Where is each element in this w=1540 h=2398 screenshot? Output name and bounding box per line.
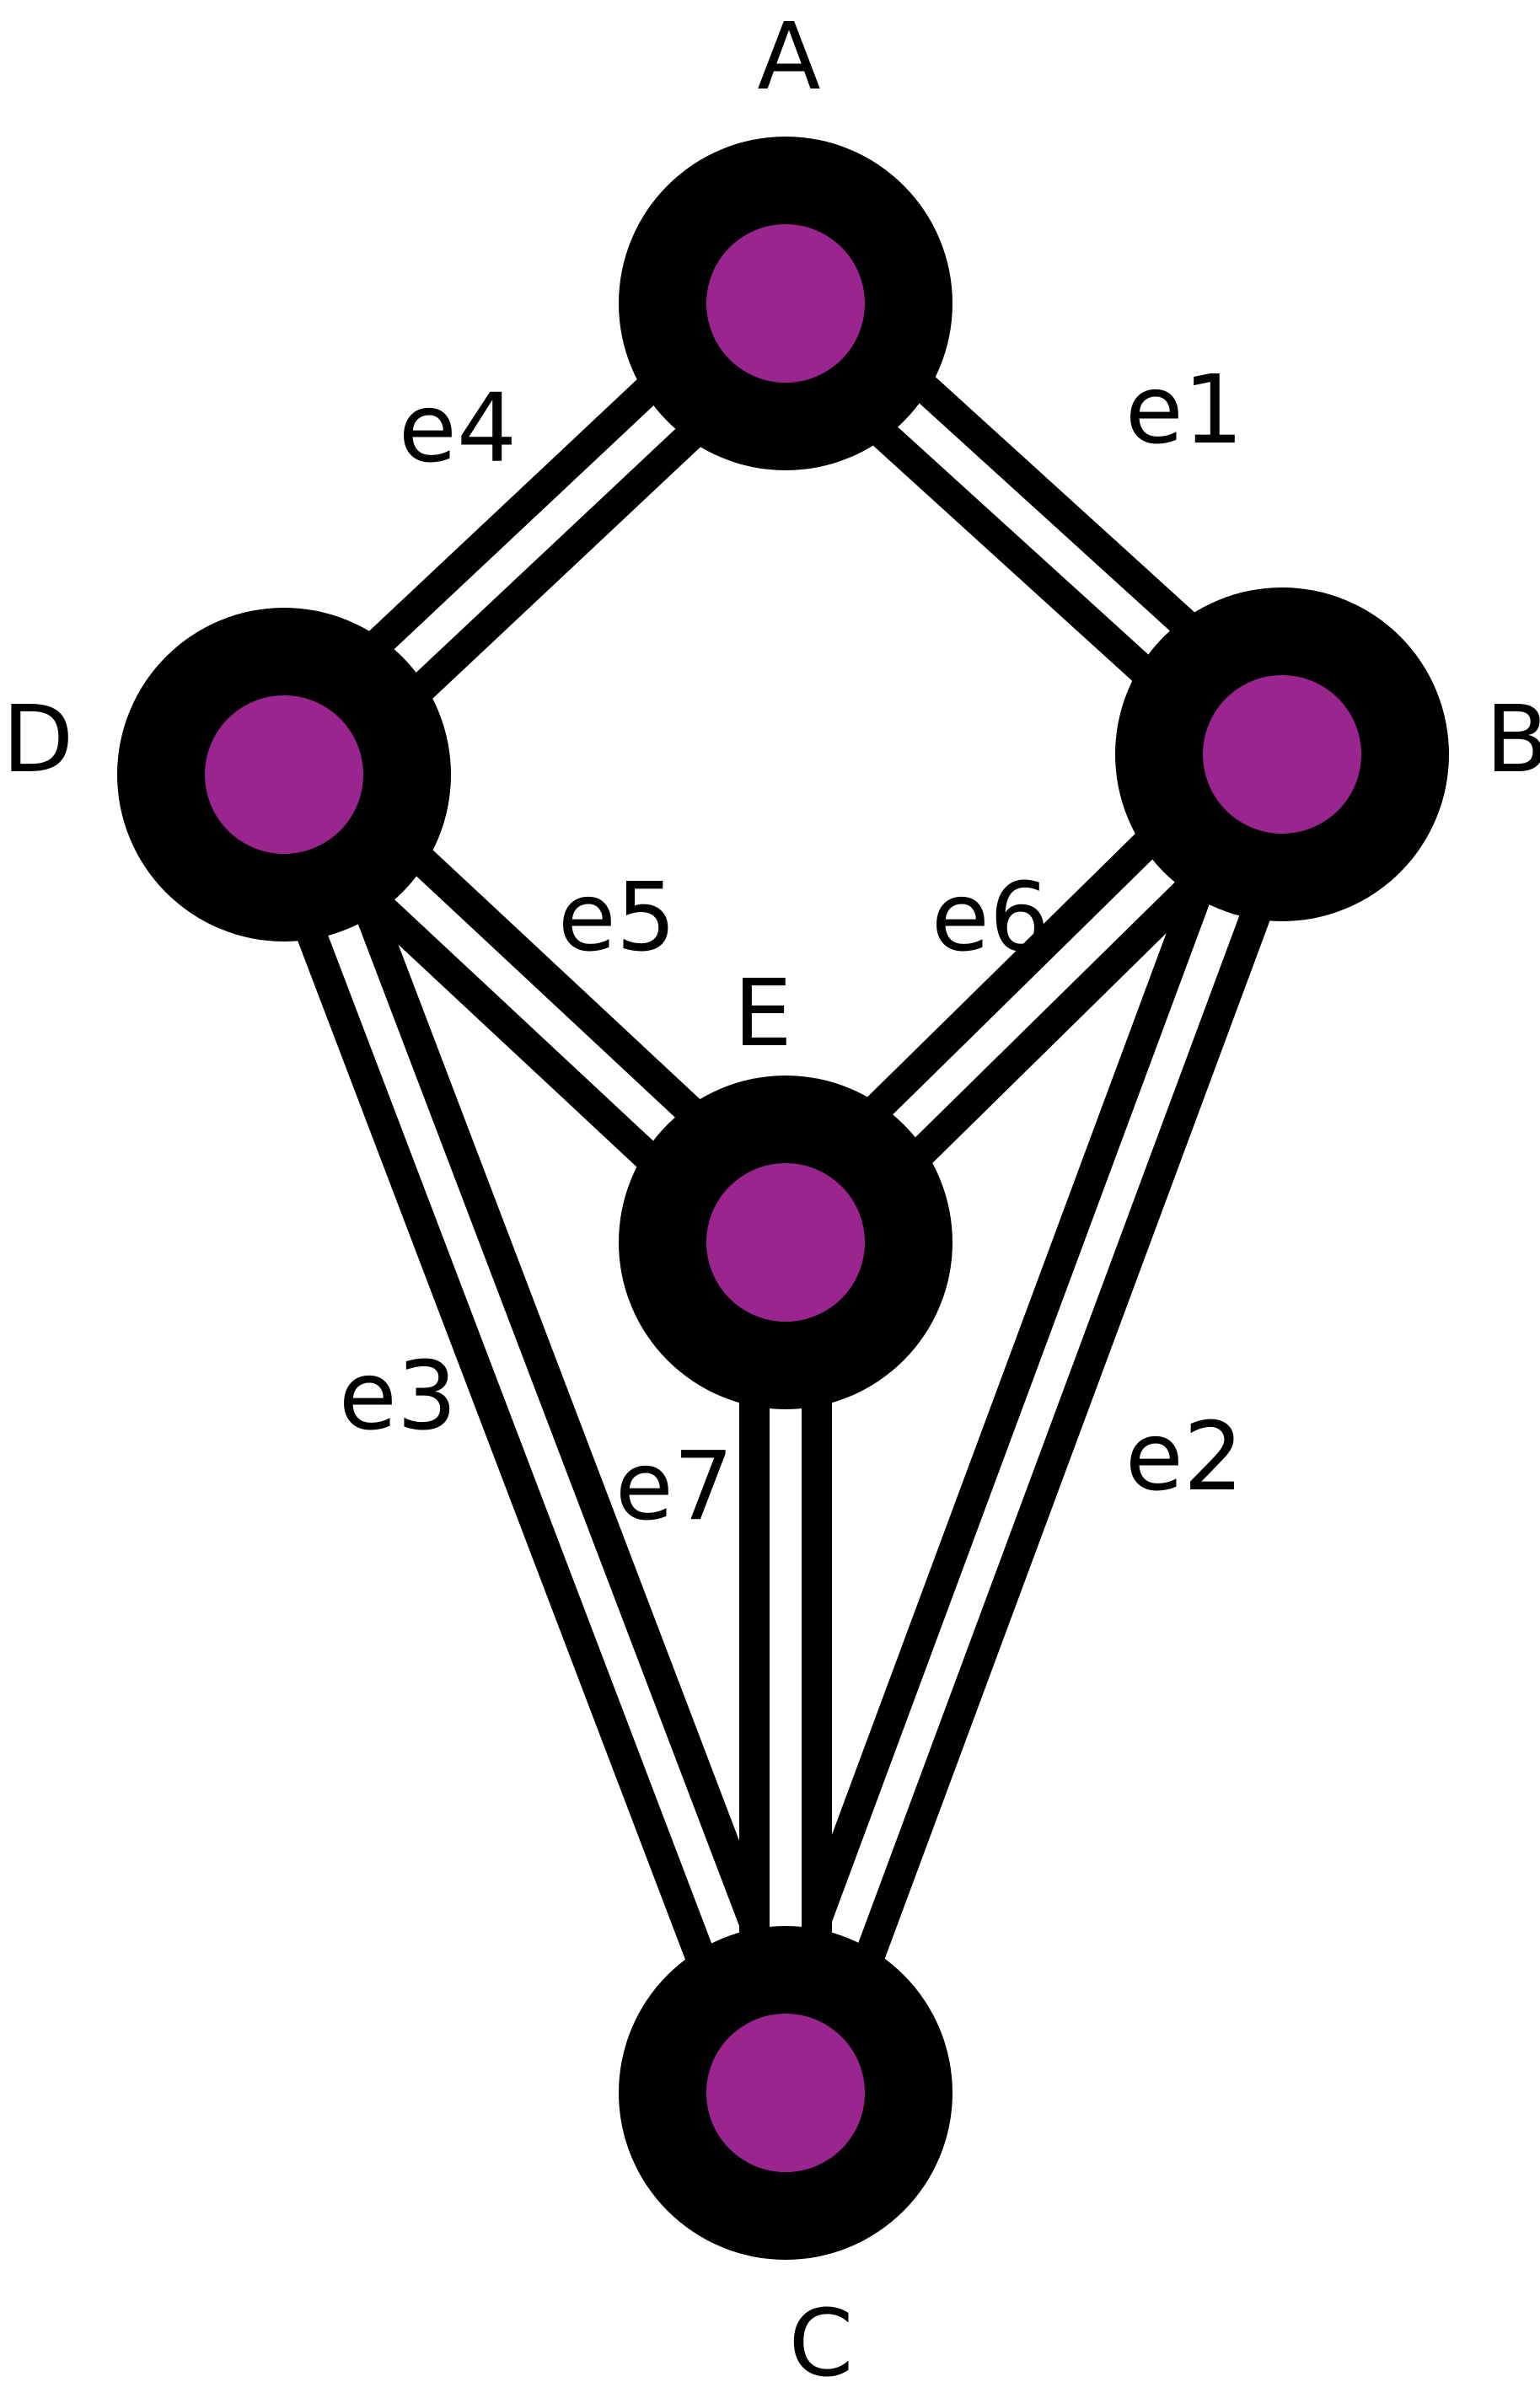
edge-label-e6: e6 — [931, 863, 1049, 973]
edge-label-e1: e1 — [1125, 356, 1243, 465]
nodes-layer — [117, 137, 1449, 2260]
edge-e2 — [742, 738, 1326, 2110]
edge-label-e7: e7 — [615, 1432, 733, 1542]
edge-label-e5: e5 — [558, 863, 676, 973]
node-label-B: B — [1485, 685, 1540, 793]
edge-label-e3: e3 — [339, 1342, 457, 1451]
node-A-core — [706, 224, 865, 383]
node-D — [117, 608, 451, 941]
edge-e2-gap — [770, 748, 1297, 2099]
edge-e3 — [240, 758, 829, 2110]
node-label-C: C — [789, 2289, 854, 2397]
node-C-core — [706, 2014, 865, 2172]
node-D-core — [205, 695, 363, 854]
node-A — [619, 137, 952, 470]
edge-e3-gap — [269, 769, 801, 2099]
node-E-core — [706, 1163, 865, 1322]
edge-label-e2: e2 — [1125, 1403, 1243, 1512]
node-B-core — [1203, 675, 1361, 834]
node-B — [1115, 587, 1449, 921]
node-C — [619, 1926, 952, 2260]
node-label-E: E — [733, 959, 792, 1067]
edge-label-e4: e4 — [399, 374, 517, 484]
node-label-D: D — [3, 685, 74, 793]
node-E — [619, 1076, 952, 1409]
labels-layer: A B C D Ee1 e2 e3 e4 e5 e6 e7 — [3, 3, 1540, 2397]
node-label-A: A — [757, 3, 820, 110]
